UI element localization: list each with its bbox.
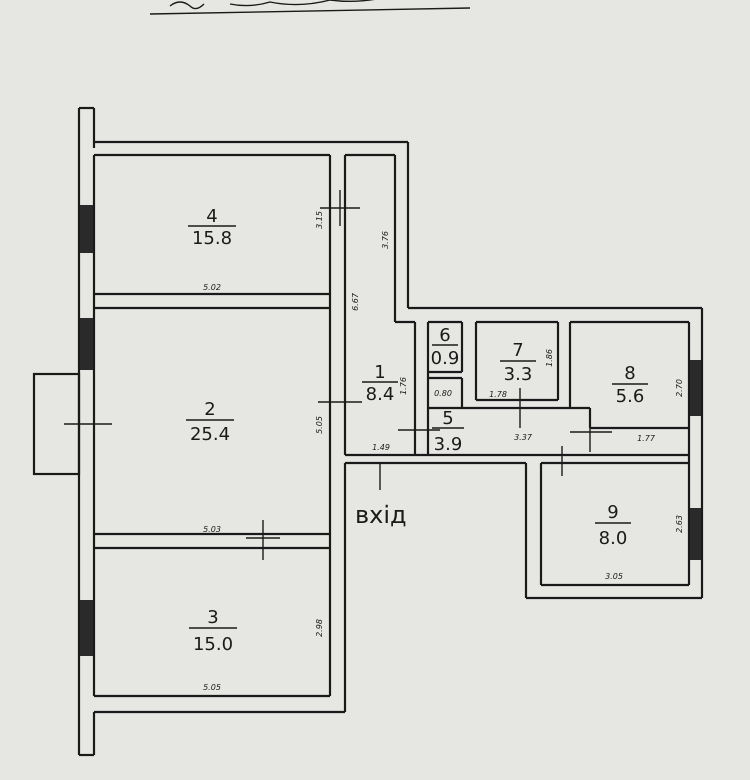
dim-hall-width: 1.49: [372, 443, 390, 452]
room-area: 15.0: [193, 634, 233, 655]
room-area: 3.9: [434, 434, 463, 455]
dim-room8-width: 1.77: [637, 434, 656, 443]
room-number: 3: [207, 607, 218, 628]
room-number: 1: [374, 362, 385, 383]
window-room-3: [80, 600, 93, 656]
room-8-label: 8 5.6: [612, 363, 648, 407]
room-number: 8: [624, 363, 635, 384]
room-9-label: 9 8.0: [595, 502, 631, 549]
entrance-label: вхід: [355, 501, 407, 529]
dim-room3-height: 2.98: [315, 619, 324, 637]
room-number: 6: [439, 325, 450, 346]
window-room-4: [80, 205, 93, 253]
room-5-label: 5 3.9: [432, 408, 464, 455]
room-4-label: 4 15.8: [188, 206, 236, 249]
dim-corridor-upper: 3.76: [381, 231, 390, 249]
room-number: 5: [442, 408, 453, 429]
dim-room4-height: 3.15: [315, 211, 324, 229]
room-area: 3.3: [504, 364, 533, 385]
dim-room8-height: 2.70: [675, 379, 684, 397]
room-number: 4: [206, 206, 217, 227]
room-area: 25.4: [190, 424, 230, 445]
dimension-labels: 5.02 3.15 3.76 6.67 5.05 5.03 2.98 5.05 …: [203, 211, 684, 692]
window-room-9: [690, 508, 701, 560]
dim-room4-width: 5.02: [203, 283, 221, 292]
room-2-label: 2 25.4: [186, 399, 234, 445]
dim-room3-width: 5.05: [203, 683, 221, 692]
door-marks: [64, 190, 612, 560]
windows: [80, 205, 701, 656]
walls: [32, 106, 704, 757]
dim-room2-height: 5.05: [315, 416, 324, 434]
room-6-label: 6 0.9: [431, 325, 460, 369]
room-area: 8.0: [599, 528, 628, 549]
room-area: 0.9: [431, 348, 460, 369]
room-1-label: 1 8.4: [362, 362, 398, 405]
dim-hall-depth: 1.76: [399, 377, 408, 395]
room-area: 8.4: [366, 384, 395, 405]
room-number: 9: [607, 502, 618, 523]
dim-room7-width: 1.78: [489, 390, 507, 399]
dim-room9-height: 2.63: [675, 515, 684, 533]
room-3-label: 3 15.0: [189, 607, 237, 655]
room-area: 15.8: [192, 228, 232, 249]
title-scribble: [149, 0, 471, 15]
window-room-2: [80, 318, 93, 370]
dim-room2-width: 5.03: [203, 525, 221, 534]
dim-room6-width: 0.80: [434, 389, 452, 398]
room-number: 2: [204, 399, 215, 420]
room-number: 7: [512, 340, 523, 361]
dim-passage-width: 3.37: [514, 433, 533, 442]
window-room-8: [690, 360, 701, 416]
dim-corridor-length: 6.67: [351, 292, 360, 311]
room-7-label: 7 3.3: [500, 340, 536, 385]
room-area: 5.6: [616, 386, 645, 407]
dim-room7-height: 1.86: [545, 349, 554, 367]
dim-room9-width: 3.05: [605, 572, 623, 581]
room-labels: 4 15.8 2 25.4 3 15.0 1 8.4 6 0.9 5 3.9: [186, 206, 648, 655]
